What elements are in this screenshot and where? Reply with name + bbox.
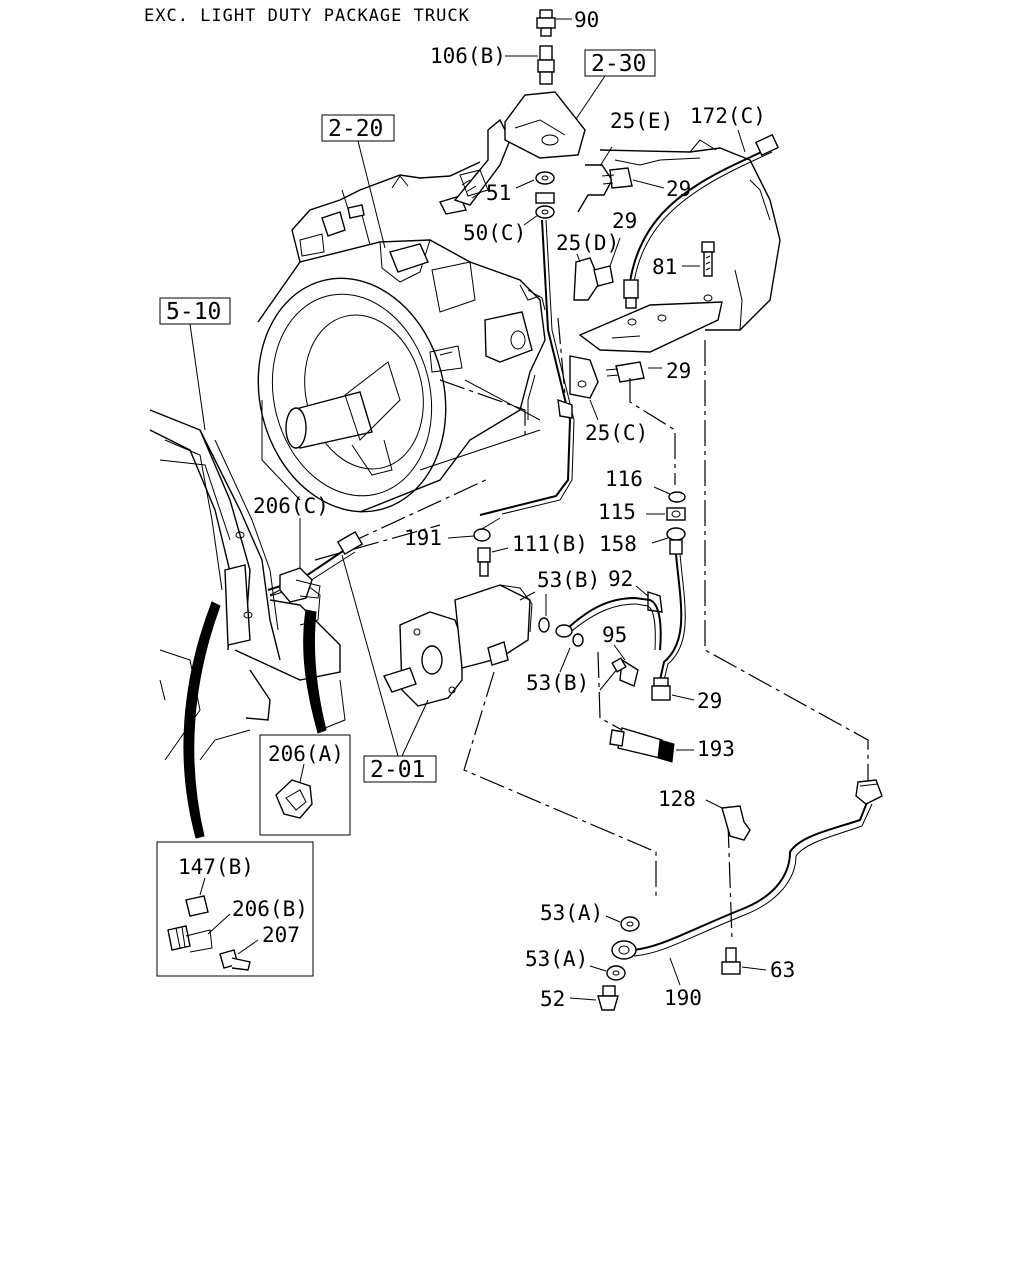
fitting-111b: 111(B) bbox=[477, 532, 588, 577]
mounting-plate bbox=[578, 301, 723, 353]
detail-pointer-a bbox=[303, 609, 327, 734]
nut-115: 115 bbox=[598, 500, 686, 524]
ref-box-5-10-label: 5-10 bbox=[166, 299, 221, 325]
bolt-95: 95 bbox=[602, 623, 639, 687]
callout-95: 95 bbox=[602, 623, 627, 647]
callout-172c: 172(C) bbox=[690, 104, 766, 128]
fitting-158: 158 bbox=[599, 527, 686, 556]
washer-53b-lower: 53(B) bbox=[526, 633, 589, 695]
callout-29-c: 29 bbox=[666, 359, 691, 383]
bracket-25d: 29 25(D) bbox=[556, 209, 637, 301]
detail-pointer-b bbox=[183, 601, 221, 839]
slave-cylinder bbox=[383, 584, 536, 707]
washer-53a-upper: 53(A) bbox=[540, 901, 640, 932]
callout-25c: 25(C) bbox=[585, 421, 648, 445]
bracket-25c: 29 25(C) bbox=[569, 355, 691, 445]
bolt-52: 52 bbox=[540, 985, 619, 1011]
leader-lines bbox=[314, 317, 869, 941]
bolt-81: 81 bbox=[578, 241, 723, 353]
detail-a-box: 206(A) bbox=[259, 734, 351, 836]
bolt-29-lower: 29 bbox=[651, 677, 722, 713]
washer-51: 51 bbox=[486, 171, 555, 205]
transmission-assembly bbox=[257, 118, 781, 513]
fitting-90: 90 bbox=[536, 8, 599, 37]
callout-25d: 25(D) bbox=[556, 231, 619, 255]
bracket-25e: 25(E) 29 bbox=[577, 109, 691, 213]
pedal-frame: 5-10 bbox=[149, 297, 346, 761]
ref-box-5-10[interactable] bbox=[159, 297, 231, 325]
callout-191: 191 bbox=[404, 526, 442, 550]
detail-b-box: 147(B) 206(B) 207 bbox=[156, 841, 314, 977]
fitting-191: 191 bbox=[404, 517, 501, 550]
ref-box-2-30-label: 2-30 bbox=[591, 51, 646, 77]
clamp-206c: 206(C) bbox=[253, 494, 364, 603]
shift-tower-bracket bbox=[504, 91, 586, 159]
ref-box-2-01-label: 2-01 bbox=[370, 757, 425, 783]
callout-92: 92 bbox=[608, 567, 633, 591]
callout-190: 190 bbox=[664, 986, 702, 1010]
callout-53a-upper: 53(A) bbox=[540, 901, 603, 925]
callout-50c: 50(C) bbox=[463, 221, 526, 245]
hose-172c: 172(C) bbox=[623, 104, 780, 309]
callout-193: 193 bbox=[697, 737, 735, 761]
pipe-53b bbox=[567, 596, 662, 651]
clip-92: 92 bbox=[608, 567, 663, 613]
ref-box-2-01[interactable] bbox=[363, 755, 437, 783]
sensor-193: 193 bbox=[609, 727, 735, 763]
washer-53b-upper: 53(B) bbox=[537, 568, 600, 633]
nut-50c: 50(C) bbox=[463, 192, 555, 245]
ref-box-2-20-label: 2-20 bbox=[328, 116, 383, 142]
ref-2-20-group: 2-20 bbox=[321, 114, 395, 249]
detail-b-label-2: 206(B) bbox=[232, 897, 308, 921]
detail-a-label: 206(A) bbox=[268, 742, 344, 766]
pipe-158-29 bbox=[659, 553, 683, 681]
fitting-106b: 106(B) bbox=[430, 44, 555, 85]
washer-53a-lower: 53(A) bbox=[525, 947, 626, 981]
ref-2-30-group: 2-30 bbox=[504, 49, 656, 159]
washer-116: 116 bbox=[605, 467, 686, 503]
clip-128: 128 bbox=[658, 787, 751, 841]
detail-b-label-1: 147(B) bbox=[178, 855, 254, 879]
callout-53b-lower: 53(B) bbox=[526, 671, 589, 695]
callout-106b: 106(B) bbox=[430, 44, 506, 68]
ref-2-01-group: 2-01 bbox=[341, 554, 437, 783]
callout-81: 81 bbox=[652, 255, 677, 279]
callout-63: 63 bbox=[770, 958, 795, 982]
callout-51: 51 bbox=[486, 181, 511, 205]
callout-206c: 206(C) bbox=[253, 494, 329, 518]
callout-115: 115 bbox=[598, 500, 636, 524]
callout-29-b: 29 bbox=[612, 209, 637, 233]
callout-158: 158 bbox=[599, 532, 637, 556]
ref-box-2-30[interactable] bbox=[584, 49, 656, 77]
callout-52: 52 bbox=[540, 987, 565, 1011]
callout-53b-upper: 53(B) bbox=[537, 568, 600, 592]
detail-b-label-3: 207 bbox=[262, 923, 300, 947]
callout-111b: 111(B) bbox=[512, 532, 588, 556]
pipe-190: 190 bbox=[611, 779, 883, 1010]
callout-116: 116 bbox=[605, 467, 643, 491]
diagram-title: EXC. LIGHT DUTY PACKAGE TRUCK bbox=[144, 6, 470, 26]
callout-128: 128 bbox=[658, 787, 696, 811]
callout-90: 90 bbox=[574, 8, 599, 32]
callout-53a-lower: 53(A) bbox=[525, 947, 588, 971]
shift-rod bbox=[479, 219, 572, 516]
callout-29-d: 29 bbox=[697, 689, 722, 713]
callout-25e: 25(E) bbox=[610, 109, 673, 133]
bolt-63: 63 bbox=[721, 947, 795, 982]
